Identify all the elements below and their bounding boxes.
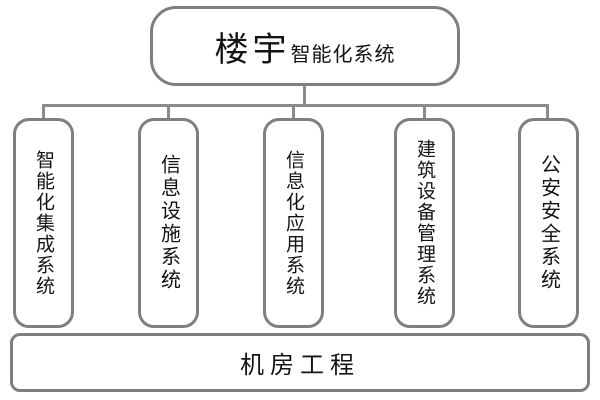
column-label: 信息设施系统 — [157, 154, 180, 292]
column-node-building-equipment-management: 建筑设备管理系统 — [394, 118, 455, 328]
root-node-title: 楼宇 智能化系统 — [215, 22, 396, 71]
column-node-information-facility: 信息设施系统 — [138, 118, 199, 328]
connector-stub-column-3 — [292, 106, 295, 118]
bottom-node-label: 机房工程 — [240, 353, 360, 379]
column-node-intelligent-integration: 智能化集成系统 — [13, 118, 74, 328]
root-node-building-intelligent-system: 楼宇 智能化系统 — [150, 6, 460, 86]
column-label: 建筑设备管理系统 — [414, 139, 435, 307]
connector-stub-column-1 — [42, 106, 45, 118]
column-node-public-security: 公安安全系统 — [518, 118, 579, 328]
root-title-small: 智能化系统 — [290, 43, 396, 66]
connector-root-stem — [303, 86, 306, 106]
column-label: 信息化应用系统 — [283, 149, 304, 297]
column-label: 智能化集成系统 — [33, 149, 54, 297]
connector-horizontal-bus — [42, 104, 549, 107]
connector-stub-column-4 — [423, 106, 426, 118]
root-title-large: 楼宇 — [214, 31, 291, 69]
column-label: 公安安全系统 — [537, 154, 560, 292]
connector-stub-column-5 — [546, 106, 549, 118]
bottom-node-machine-room-engineering: 机房工程 — [10, 333, 590, 392]
column-node-informatization-application: 信息化应用系统 — [263, 118, 324, 328]
connector-stub-column-2 — [167, 106, 170, 118]
